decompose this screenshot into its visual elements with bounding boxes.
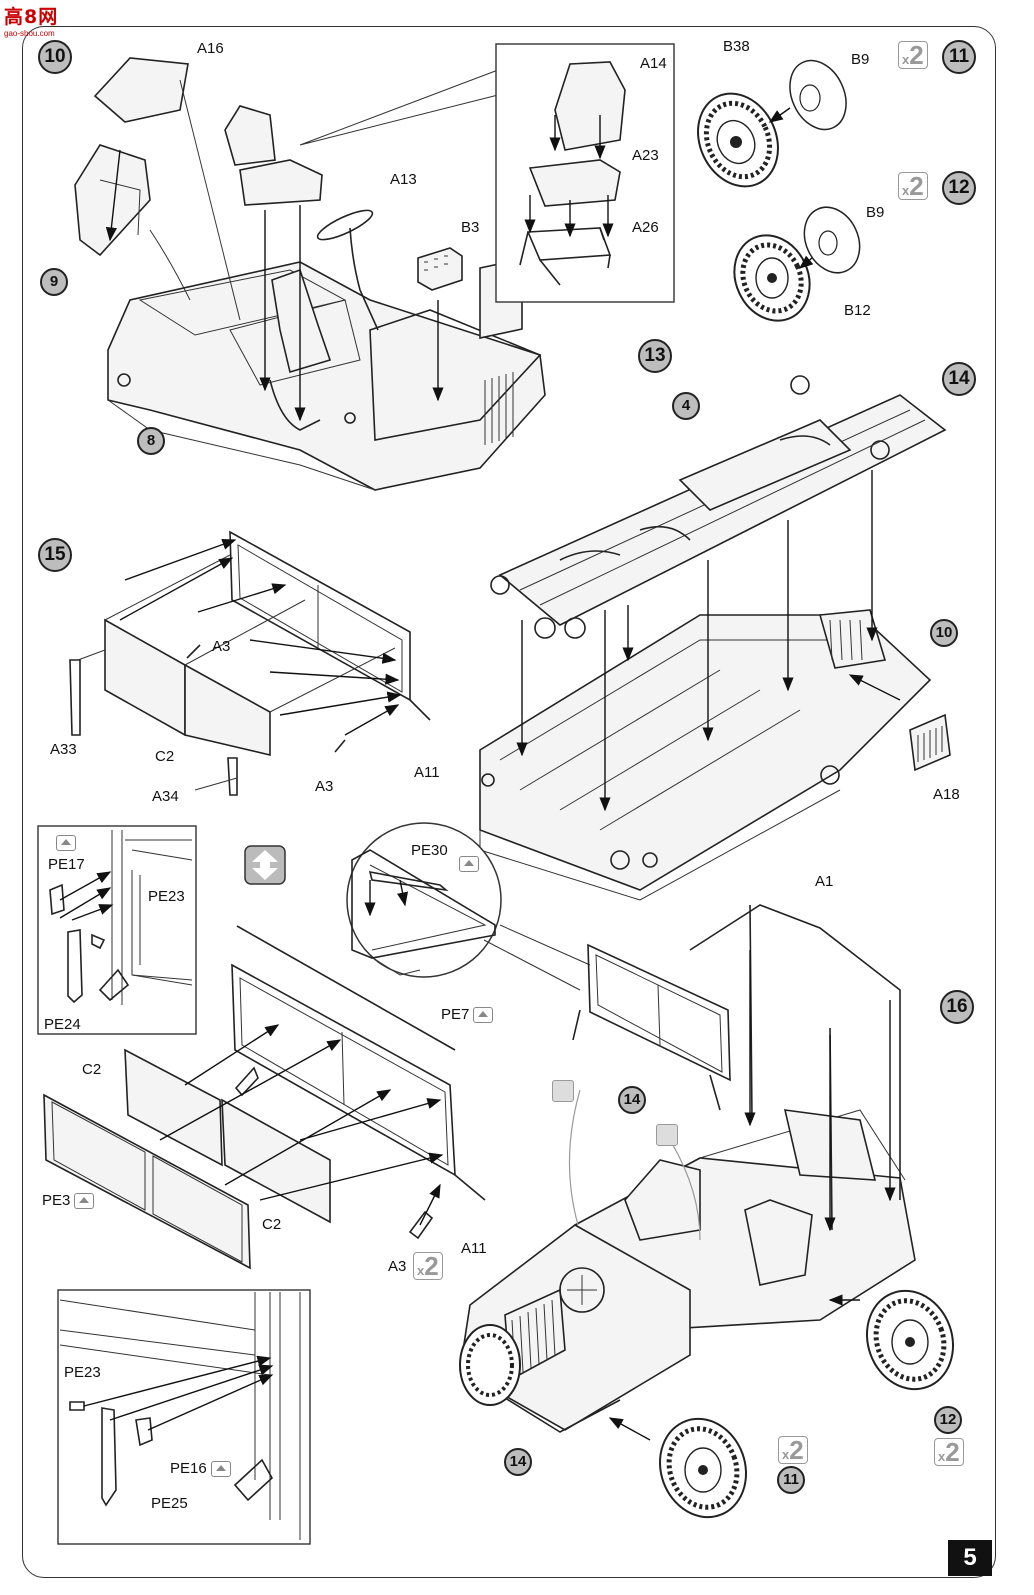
optional-part-icon xyxy=(552,1080,574,1102)
quantity-x2-A3: x2 xyxy=(413,1252,443,1280)
optional-part-icon xyxy=(656,1124,678,1146)
body-underside-drawing xyxy=(479,609,932,901)
part-label-PE25: PE25 xyxy=(151,1495,188,1512)
part-label-A11-upper: A11 xyxy=(414,764,440,781)
step-12-badge: 12 xyxy=(942,171,976,205)
site-watermark-logo: 高8网 gao-shou.com xyxy=(4,6,59,38)
part-label-B3: B3 xyxy=(461,219,480,236)
seat-part-A16-drawing xyxy=(74,57,189,257)
ref-step-12-badge: 12 xyxy=(934,1406,962,1434)
part-label-A3-lower: A3 xyxy=(315,778,334,795)
part-label-B9-second: B9 xyxy=(866,204,885,221)
step16-jeep-drawing xyxy=(459,904,916,1433)
part-label-A11-lower: A11 xyxy=(461,1240,487,1257)
photo-etch-icon xyxy=(56,835,76,852)
photo-etch-icon xyxy=(210,1461,231,1478)
part-label-PE7: PE7 xyxy=(441,1006,494,1024)
step-11-badge: 11 xyxy=(942,40,976,74)
ref-step-8-badge: 8 xyxy=(137,427,165,455)
page-number: 5 xyxy=(948,1540,992,1576)
part-label-C2-lower: C2 xyxy=(262,1216,282,1233)
battery-B3-drawing xyxy=(417,247,463,291)
step10-body-tub-drawing xyxy=(107,258,546,491)
wheel-12-mounted-drawing xyxy=(865,1289,955,1391)
part-label-PE16: PE16 xyxy=(170,1460,231,1478)
part-label-B38: B38 xyxy=(723,38,750,55)
callout-pe25-hinge-drawing xyxy=(59,1292,301,1540)
part-label-B9: B9 xyxy=(851,51,870,68)
ref-step-11-badge: 11 xyxy=(777,1466,805,1494)
callout-pe-hinge-drawing xyxy=(49,830,193,1005)
part-label-A1: A1 xyxy=(815,873,834,890)
ref-step-9-badge: 9 xyxy=(40,268,68,296)
flip-over-icon xyxy=(244,845,286,885)
pe16-detail-callout xyxy=(57,1289,311,1545)
wheel-front-left-drawing xyxy=(459,1324,521,1406)
step-15-badge: 15 xyxy=(38,538,72,572)
part-label-A33: A33 xyxy=(50,741,77,758)
part-label-A13: A13 xyxy=(390,171,417,188)
part-label-C2-upper: C2 xyxy=(155,748,175,765)
part-label-A26: A26 xyxy=(632,219,659,236)
quantity-x2-wheel12: x2 xyxy=(934,1438,964,1466)
photo-etch-icon xyxy=(459,856,479,873)
pe30-windshield-detail-drawing xyxy=(351,849,496,976)
chassis-frame-drawing xyxy=(490,375,947,639)
part-label-A23: A23 xyxy=(632,147,659,164)
quantity-x2-step11: x2 xyxy=(898,41,928,69)
part-label-A3-upper: A3 xyxy=(212,638,231,655)
wheel-B12-drawing xyxy=(733,234,811,322)
step15-box-drawing xyxy=(69,530,431,796)
quantity-x2-step12: x2 xyxy=(898,172,928,200)
part-label-C2-middle: C2 xyxy=(82,1061,102,1078)
quantity-x2-wheel11: x2 xyxy=(778,1436,808,1464)
step-10-badge: 10 xyxy=(38,40,72,74)
pe-icon-pe17 xyxy=(52,834,76,852)
photo-etch-icon xyxy=(473,1007,494,1024)
part-label-A3-x2: A3 xyxy=(388,1258,407,1275)
part-label-PE30: PE30 xyxy=(411,842,448,859)
part-label-PE23-lower: PE23 xyxy=(64,1364,101,1381)
part-label-PE23: PE23 xyxy=(148,888,185,905)
photo-etch-icon xyxy=(74,1193,95,1210)
ref-step-14-lower-badge: 14 xyxy=(504,1448,532,1476)
hub-B9-drawing xyxy=(768,59,847,131)
callout-seat-assembly-drawing xyxy=(519,61,626,286)
part-label-PE3: PE3 xyxy=(42,1192,95,1210)
part-label-PE24: PE24 xyxy=(44,1016,81,1033)
pe17-detail-callout xyxy=(37,825,197,1035)
pe30-magnifier-callout xyxy=(346,822,502,978)
part-label-A18: A18 xyxy=(933,786,960,803)
pe-icon-pe30 xyxy=(455,855,479,873)
part-label-A34: A34 xyxy=(152,788,179,805)
grille-A18-drawing xyxy=(909,713,951,772)
part-label-A14: A14 xyxy=(640,55,667,72)
wheel-11-mounted-drawing xyxy=(658,1417,748,1519)
part-label-A16: A16 xyxy=(197,40,224,57)
page-frame xyxy=(22,26,996,1578)
step-13-badge: 13 xyxy=(638,339,672,373)
ref-step-10-badge: 10 xyxy=(930,619,958,647)
step-14-badge: 14 xyxy=(942,362,976,396)
ref-step-4-badge: 4 xyxy=(672,392,700,420)
ref-step-14-badge: 14 xyxy=(618,1086,646,1114)
steering-wheel-A13-drawing xyxy=(316,209,379,331)
part-label-PE17: PE17 xyxy=(48,856,85,873)
part-label-B12: B12 xyxy=(844,302,871,319)
step-16-badge: 16 xyxy=(940,990,974,1024)
seat-A14-drawing xyxy=(224,105,323,228)
step15-lower-frame-drawing xyxy=(43,925,486,1270)
hub-B9-second-drawing xyxy=(798,206,861,274)
wheel-B38-drawing xyxy=(697,92,779,188)
